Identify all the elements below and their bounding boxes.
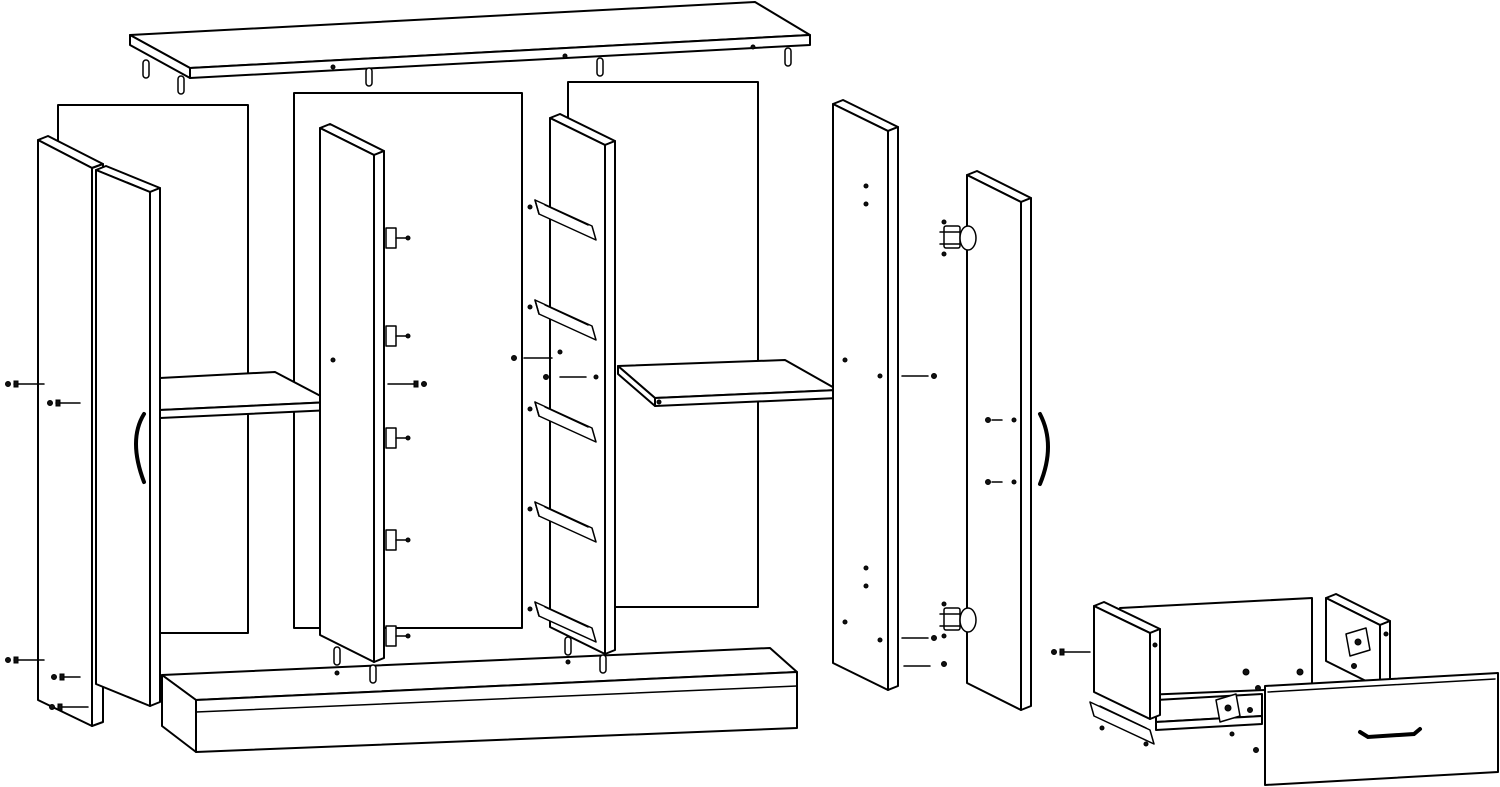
drawer-bracket-icon xyxy=(1215,693,1253,737)
bottom-base xyxy=(161,647,798,753)
drawer-runner-4 xyxy=(527,501,597,543)
drawer-screws xyxy=(1242,668,1304,753)
screw-icon xyxy=(863,183,869,207)
screw-icon xyxy=(901,635,937,641)
right-door-handle xyxy=(1038,412,1050,486)
base-dowels xyxy=(333,636,607,684)
drawer-runner-1 xyxy=(527,199,597,241)
top-dowels xyxy=(142,44,792,95)
drawer-runner-2 xyxy=(527,299,597,341)
screws xyxy=(5,183,1091,711)
drawer-assembly xyxy=(1089,593,1499,786)
drawer-bracket-icon xyxy=(1345,627,1371,669)
right-door xyxy=(966,170,1050,711)
hinge-lower-icon xyxy=(939,601,977,639)
drawer-left-side xyxy=(1093,601,1161,720)
drawer-front-panel xyxy=(1264,672,1499,786)
screw-icon xyxy=(985,479,1017,485)
screw-icon xyxy=(903,661,947,667)
back-panels xyxy=(57,81,759,634)
drawer-bottom-panel xyxy=(1155,693,1263,731)
screw-icon xyxy=(1051,648,1091,656)
screw-icon xyxy=(511,355,553,361)
hinge-upper-icon xyxy=(939,219,977,257)
left-door xyxy=(95,165,161,707)
drawer-handle xyxy=(1358,727,1422,740)
screw-icon xyxy=(901,373,937,379)
drawer-runner-loose xyxy=(1089,701,1155,747)
screw-icon xyxy=(5,380,45,388)
drawer-runner-5 xyxy=(527,601,597,643)
screw-icon xyxy=(985,417,1017,423)
top-panel xyxy=(129,1,811,79)
right-side-panel xyxy=(832,99,899,691)
screw-icon xyxy=(387,380,427,388)
screw-icon xyxy=(49,703,89,711)
screw-icon xyxy=(47,399,81,407)
drawer-runners xyxy=(527,199,597,643)
shelf-brackets xyxy=(385,227,411,647)
right-shelf xyxy=(617,359,839,407)
screw-icon xyxy=(863,565,869,589)
left-door-handle xyxy=(134,412,146,484)
screw-icon xyxy=(51,673,81,681)
drawer-runner-3 xyxy=(527,401,597,443)
screw-icon xyxy=(543,374,599,380)
center-left-divider xyxy=(319,123,385,663)
screw-icon xyxy=(5,656,45,664)
left-shelf xyxy=(159,371,333,419)
left-side-panel xyxy=(37,135,104,727)
center-right-divider xyxy=(549,113,616,655)
